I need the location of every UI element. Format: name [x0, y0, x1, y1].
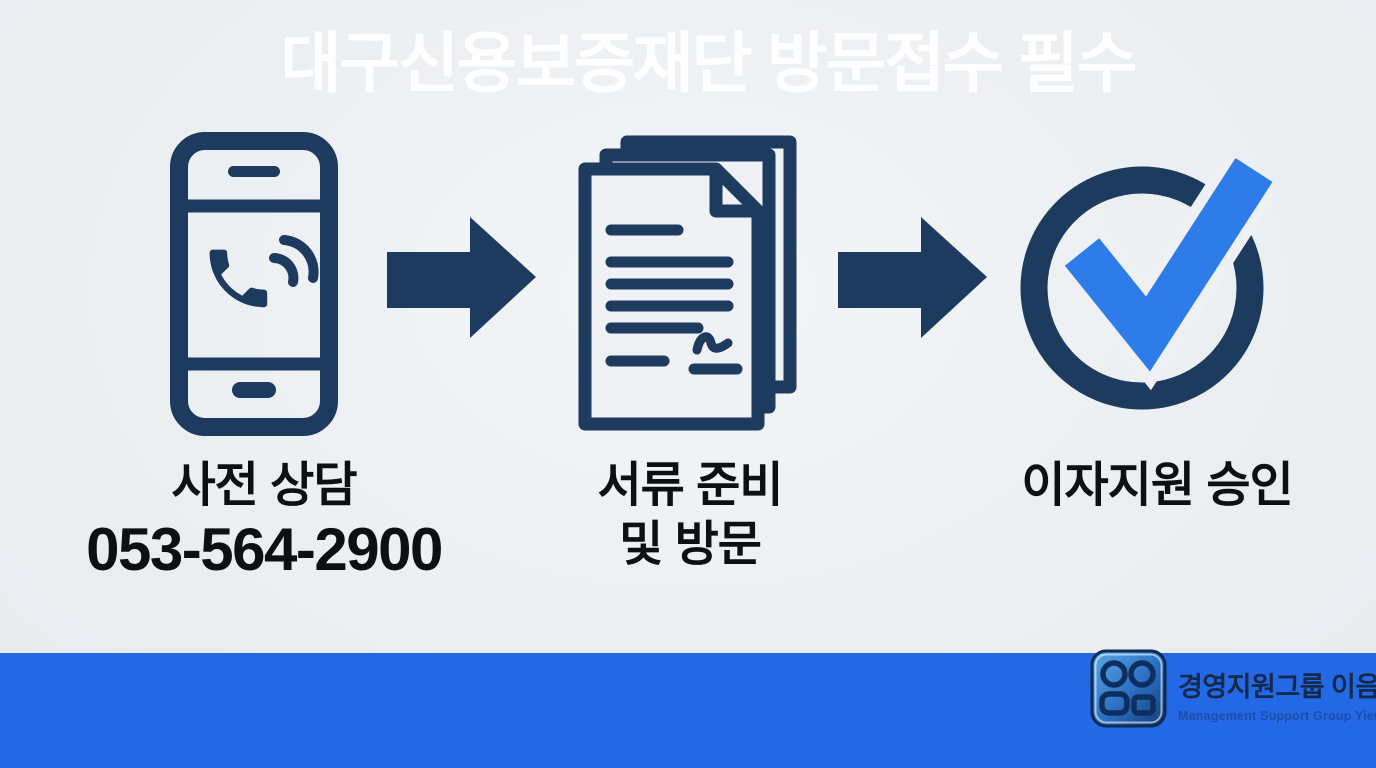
- yieum-logo-icon: [1090, 649, 1167, 728]
- step-title: 서류 준비: [597, 459, 784, 512]
- arrow-right-icon: [838, 217, 988, 339]
- step-approval-label: 이자지원 승인: [927, 458, 1376, 514]
- step-title: 사전 상담: [171, 459, 358, 512]
- phone-number: 053-564-2900: [86, 516, 443, 583]
- watermark-subtitle: Management Support Group Yieum: [1178, 709, 1376, 723]
- step-consult-label: 사전 상담 053-564-2900: [34, 458, 494, 580]
- phone-icon: [170, 132, 338, 436]
- step-subtitle: 및 방문: [619, 518, 762, 571]
- check-circle-icon: [1016, 158, 1272, 414]
- watermark-title: 경영지원그룹 이음: [1178, 672, 1376, 702]
- documents-icon: [578, 135, 798, 431]
- arrow-right-icon: [387, 217, 537, 339]
- step-title: 이자지원 승인: [1021, 459, 1293, 512]
- bottom-banner: [0, 653, 1376, 768]
- watermark-text: 경영지원그룹 이음 Management Support Group Yieum: [1178, 665, 1376, 723]
- step-documents-label: 서류 준비 및 방문: [460, 458, 920, 574]
- banner-text: 대구신용보증재단 방문접수 필수: [280, 25, 1138, 100]
